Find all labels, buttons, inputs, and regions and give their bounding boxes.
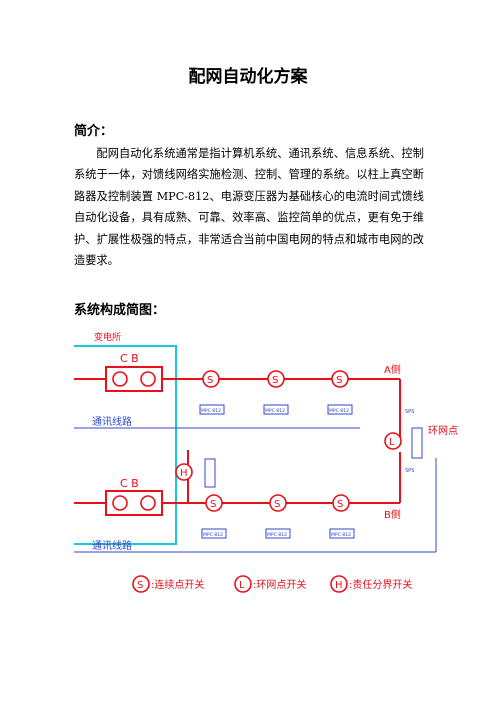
cb-bottom-right bbox=[140, 495, 156, 511]
ring-point-label: 环网点 bbox=[428, 425, 458, 437]
page-title: 配网自动化方案 bbox=[188, 67, 308, 87]
svg-text:S: S bbox=[337, 499, 343, 510]
svg-text:S: S bbox=[210, 499, 216, 510]
comm-label-top: 通讯线路 bbox=[92, 415, 132, 428]
cb-bottom-label: C B bbox=[120, 477, 139, 490]
switch-s-top-1: S bbox=[202, 370, 220, 388]
svg-text:MPC-812: MPC-812 bbox=[329, 408, 349, 414]
svg-text:S: S bbox=[272, 375, 278, 386]
mpc-box-bottom-1: MPC-812 bbox=[201, 528, 227, 539]
svg-text::环网点开关: :环网点开关 bbox=[253, 578, 306, 591]
svg-text:H: H bbox=[335, 580, 343, 591]
svg-text:L: L bbox=[239, 580, 245, 591]
switch-s-bottom-1: S bbox=[205, 494, 223, 512]
substation-label: 变电所 bbox=[94, 331, 121, 343]
spt-label-top: SPS bbox=[405, 409, 414, 415]
legend-h: H :责任分界开关 bbox=[330, 575, 412, 593]
svg-text:MPC-812: MPC-812 bbox=[331, 532, 351, 538]
cb-top-right bbox=[140, 371, 156, 387]
switch-s-top-2: S bbox=[267, 370, 285, 388]
switch-s-bottom-2: S bbox=[269, 494, 287, 512]
substation-boundary bbox=[74, 345, 177, 545]
svg-text:MPC-812: MPC-812 bbox=[201, 408, 221, 414]
switch-s-bottom-3: S bbox=[332, 494, 350, 512]
svg-text:MPC-812: MPC-812 bbox=[267, 532, 287, 538]
mpc-box-top-1: MPC-812 bbox=[199, 404, 225, 415]
mpc-box-top-2: MPC-812 bbox=[263, 404, 289, 415]
svg-text::连续点开关: :连续点开关 bbox=[151, 578, 204, 591]
side-b-label: B侧 bbox=[384, 508, 401, 521]
svg-text::责任分界开关: :责任分界开关 bbox=[349, 578, 412, 591]
cb-bottom-left bbox=[112, 495, 128, 511]
spt-label-bottom: SPS bbox=[405, 468, 414, 474]
mpc-l-box bbox=[411, 427, 423, 459]
mpc-box-bottom-3: MPC-812 bbox=[329, 528, 355, 539]
switch-h-icon bbox=[175, 463, 193, 481]
svg-text:S: S bbox=[207, 375, 213, 386]
mpc-box-top-3: MPC-812 bbox=[327, 404, 353, 415]
intro-paragraph: 配网自动化系统通常是指计算机系统、通讯系统、信息系统、控制系统于一体，对馈线网络… bbox=[74, 147, 424, 268]
switch-h-letter: H bbox=[180, 468, 188, 479]
switch-l-icon: L bbox=[384, 432, 402, 450]
svg-text:S: S bbox=[336, 375, 342, 386]
comm-label-bottom: 通讯线路 bbox=[92, 539, 132, 552]
cb-top-label: C B bbox=[120, 352, 139, 365]
switch-s-top-3: S bbox=[331, 370, 349, 388]
svg-text:S: S bbox=[137, 580, 143, 591]
svg-text:S: S bbox=[274, 499, 280, 510]
svg-text:MPC-812: MPC-812 bbox=[265, 408, 285, 414]
legend-l: L :环网点开关 bbox=[234, 575, 306, 593]
diagram-heading: 系统构成简图： bbox=[74, 303, 166, 318]
mpc-box-bottom-2: MPC-812 bbox=[265, 528, 291, 539]
svg-text:MPC-812: MPC-812 bbox=[203, 532, 223, 538]
cb-top-left bbox=[112, 371, 128, 387]
intro-heading: 简介： bbox=[74, 124, 114, 139]
mpc-h-box bbox=[204, 458, 216, 488]
legend-s: S :连续点开关 bbox=[132, 575, 204, 593]
svg-text:L: L bbox=[389, 437, 395, 448]
side-a-label: A侧 bbox=[384, 363, 401, 376]
